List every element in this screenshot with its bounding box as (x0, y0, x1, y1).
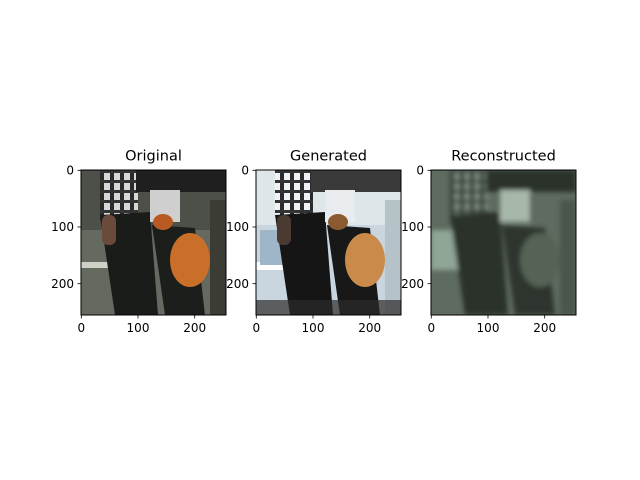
x-tick-label: 200 (183, 321, 206, 335)
panel-title: Reconstructed (451, 149, 556, 165)
x-tick-label: 0 (77, 321, 85, 335)
x-tick-label: 100 (302, 321, 325, 335)
x-tick-label: 100 (477, 321, 500, 335)
x-tick-label: 100 (127, 321, 150, 335)
y-tick-label: 0 (416, 164, 424, 178)
y-tick-label: 0 (66, 164, 74, 178)
y-tick-label: 100 (401, 220, 424, 234)
panel-image (256, 170, 401, 315)
plot-frame (430, 169, 577, 316)
x-axis: 0 100 200 (427, 315, 556, 335)
panel-image (81, 170, 226, 315)
x-axis: 0 100 200 (77, 315, 206, 335)
y-tick-label: 200 (51, 277, 74, 291)
x-tick-label: 200 (358, 321, 381, 335)
panel-generated: Generated 0 100 200 (226, 149, 402, 335)
y-tick-label: 100 (51, 220, 74, 234)
y-axis: 0 100 200 (226, 164, 256, 291)
panel-title: Original (125, 149, 182, 165)
panel-original: Original 0 100 200 0 (51, 149, 227, 335)
y-axis: 0 100 200 (401, 164, 431, 291)
y-tick-label: 200 (401, 277, 424, 291)
plot-frame (255, 169, 402, 316)
x-axis: 0 100 200 (252, 315, 381, 335)
y-tick-label: 200 (226, 277, 249, 291)
y-tick-label: 100 (226, 220, 249, 234)
panel-image (431, 170, 576, 315)
plot-frame (80, 169, 227, 316)
x-tick-label: 200 (533, 321, 556, 335)
x-tick-label: 0 (252, 321, 260, 335)
y-tick-label: 0 (241, 164, 249, 178)
panel-reconstructed: Reconstructed 0 100 200 (401, 149, 577, 335)
x-tick-label: 0 (427, 321, 435, 335)
panel-title: Generated (290, 149, 367, 165)
y-axis: 0 100 200 (51, 164, 81, 291)
